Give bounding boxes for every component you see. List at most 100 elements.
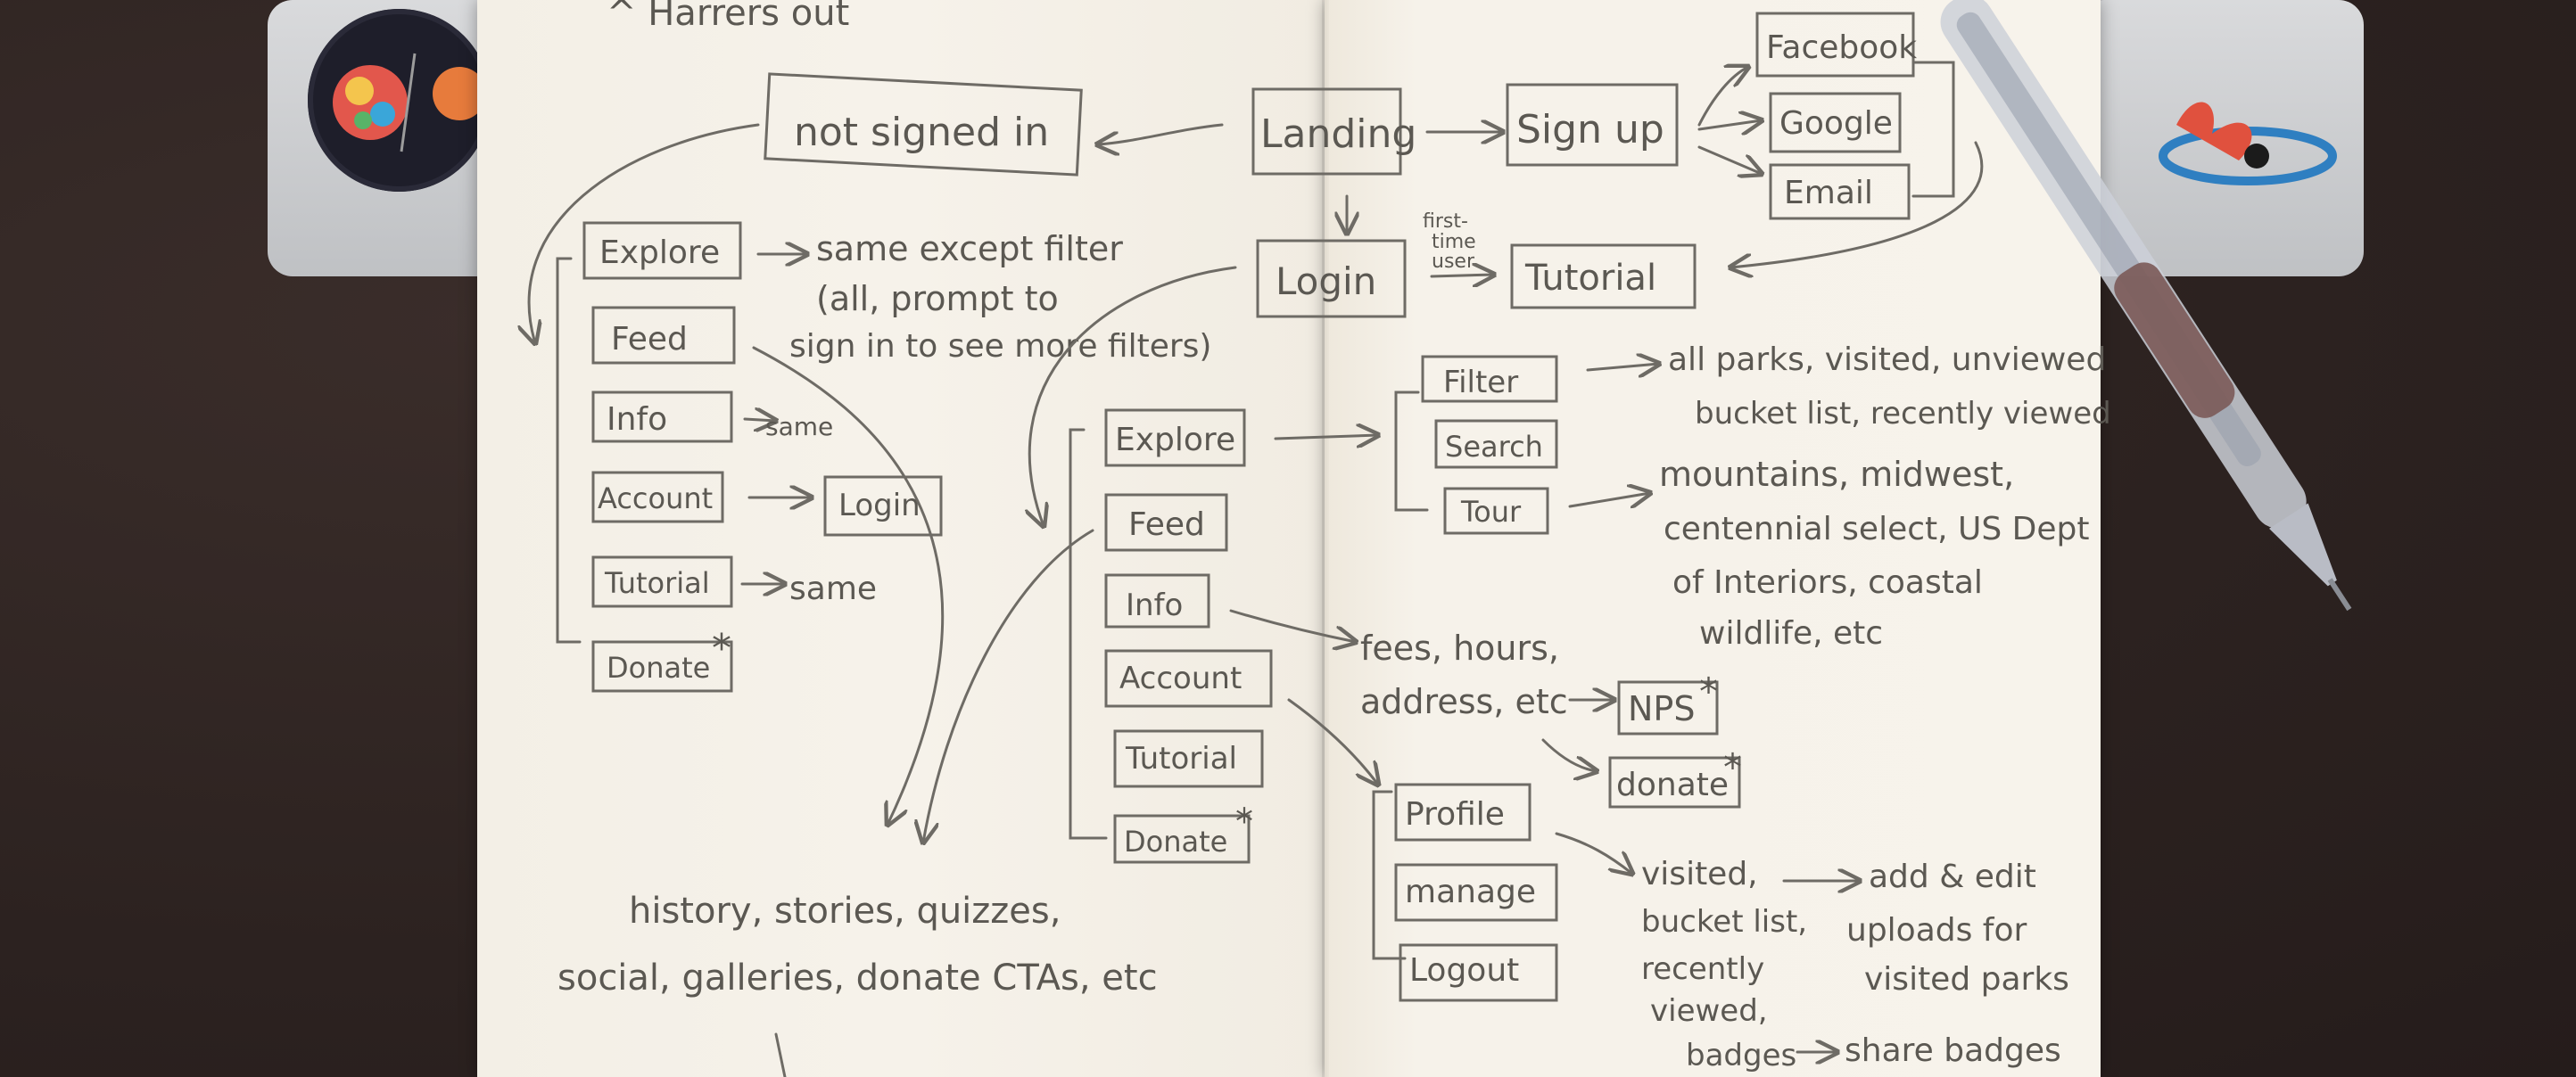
svg-text:centennial select, US Dept: centennial select, US Dept [1664, 511, 2090, 547]
first-time-user-note: first- time user [1423, 210, 1476, 273]
svg-text:bucket list, recently viewed: bucket list, recently viewed [1695, 396, 2111, 432]
right-menu-account: Account [1104, 649, 1273, 708]
node-filter: Filter [1421, 355, 1558, 403]
svg-text:viewed,: viewed, [1650, 993, 1768, 1029]
right-menu-explore: Explore [1104, 408, 1246, 467]
notebook-left-page [477, 0, 1325, 1077]
svg-text:(all, prompt to: (all, prompt to [816, 279, 1059, 318]
filter-options-note: all parks, visited, unviewed bucket list… [1668, 341, 2111, 432]
svg-text:Donate: Donate [607, 651, 710, 685]
svg-text:Donate: Donate [1124, 825, 1227, 859]
node-email: Email [1769, 163, 1911, 220]
node-logout: Logout [1399, 943, 1558, 1002]
svg-text:Profile: Profile [1405, 796, 1505, 833]
svg-text:not signed in: not signed in [794, 110, 1049, 155]
svg-text:user: user [1432, 251, 1475, 273]
svg-text:Landing: Landing [1260, 111, 1416, 157]
tour-options-note: mountains, midwest, centennial select, U… [1659, 455, 2090, 652]
wave-sticker-icon [2141, 71, 2337, 205]
node-sign-up: Sign up [1506, 83, 1679, 167]
svg-text:Search: Search [1445, 430, 1543, 464]
notebook-right-page [1325, 0, 2101, 1077]
node-google: Google [1769, 92, 1902, 153]
svg-text:of Interiors, coastal: of Interiors, coastal [1672, 564, 1983, 601]
svg-text:uploads for: uploads for [1846, 912, 2027, 949]
node-not-signed-in: not signed in [764, 72, 1083, 177]
left-menu-tutorial: Tutorial [591, 555, 733, 608]
donate-asterisk: * [712, 626, 731, 671]
svg-text:manage: manage [1405, 874, 1536, 910]
left-menu-account: Account [591, 471, 724, 523]
svg-text:Account: Account [1119, 661, 1242, 696]
node-tutorial: Tutorial [1510, 243, 1697, 309]
svg-text:mountains, midwest,: mountains, midwest, [1659, 455, 2014, 494]
svg-text:add & edit: add & edit [1869, 859, 2036, 895]
svg-text:Facebook: Facebook [1766, 29, 1917, 66]
svg-text:Info: Info [607, 401, 667, 438]
left-menu-explore: Explore [582, 221, 742, 280]
right-menu-feed: Feed [1104, 493, 1228, 552]
svg-text:donate: donate [1616, 767, 1729, 803]
node-facebook: Facebook [1755, 12, 1917, 78]
svg-text:Tutorial: Tutorial [1125, 741, 1237, 777]
same-tutorial-note: same [789, 571, 877, 607]
svg-text:Account: Account [598, 481, 713, 515]
node-login: Login [1256, 239, 1407, 318]
left-menu-info: Info [591, 391, 733, 443]
svg-text:Tour: Tour [1460, 495, 1522, 529]
node-profile: Profile [1394, 783, 1532, 842]
node-search: Search [1434, 419, 1558, 469]
notebook-fold [1322, 0, 1329, 1077]
svg-text:NPS: NPS [1628, 689, 1695, 728]
share-badges-note: share badges [1845, 1032, 2061, 1069]
donate2-asterisk: * [1723, 745, 1742, 789]
info-content-note: fees, hours, address, etc [1360, 629, 1568, 721]
svg-text:Info: Info [1126, 588, 1183, 623]
svg-text:bucket list,: bucket list, [1641, 904, 1807, 940]
top-partial-note: ^ Harrers out [607, 0, 849, 34]
svg-text:Filter: Filter [1443, 365, 1518, 400]
right-menu-info: Info [1104, 573, 1210, 629]
svg-text:fees, hours,: fees, hours, [1360, 629, 1559, 668]
left-menu-login: Login [823, 475, 943, 537]
same-except-filter-note: same except filter (all, prompt to sign … [789, 229, 1211, 365]
svg-text:Tutorial: Tutorial [1524, 258, 1656, 299]
svg-text:visited,: visited, [1641, 856, 1758, 892]
svg-text:wildlife, etc: wildlife, etc [1699, 615, 1883, 652]
donate-asterisk-2: * [1235, 802, 1253, 843]
nps-asterisk: * [1699, 670, 1718, 713]
svg-text:same except filter: same except filter [816, 229, 1123, 268]
left-menu-feed: Feed [591, 306, 736, 365]
svg-text:Tutorial: Tutorial [604, 566, 710, 600]
svg-text:Google: Google [1779, 105, 1893, 142]
svg-text:Feed: Feed [1128, 506, 1205, 543]
svg-text:all parks, visited, unviewed: all parks, visited, unviewed [1668, 341, 2106, 378]
feed-content-note: history, stories, quizzes, social, galle… [557, 891, 1158, 999]
svg-text:visited parks: visited parks [1864, 961, 2069, 998]
node-manage: manage [1394, 863, 1558, 922]
svg-text:Explore: Explore [599, 234, 720, 271]
svg-text:recently: recently [1641, 951, 1764, 987]
right-menu-tutorial: Tutorial [1113, 729, 1264, 788]
svg-text:address, etc: address, etc [1360, 682, 1568, 721]
right-menu-donate: Donate * [1113, 802, 1253, 864]
node-nps: NPS * [1617, 670, 1719, 736]
node-donate2: donate * [1608, 745, 1742, 809]
svg-text:Logout: Logout [1409, 952, 1519, 989]
svg-text:time: time [1432, 231, 1476, 253]
svg-text:Feed: Feed [611, 321, 688, 358]
profile-content-note: visited, bucket list, recently viewed, b… [1641, 856, 1807, 1073]
node-landing: Landing [1251, 87, 1416, 176]
sticker-circle-icon [308, 9, 491, 192]
svg-text:sign in to see more filters): sign in to see more filters) [789, 328, 1211, 365]
svg-text:Login: Login [838, 488, 921, 523]
svg-text:first-: first- [1423, 210, 1468, 233]
svg-text:Login: Login [1276, 259, 1376, 303]
left-menu-donate: Donate * [591, 626, 733, 693]
svg-text:history, stories, quizzes,: history, stories, quizzes, [629, 891, 1061, 932]
add-edit-note: add & edit uploads for visited parks [1846, 859, 2069, 998]
svg-text:Explore: Explore [1115, 422, 1235, 458]
